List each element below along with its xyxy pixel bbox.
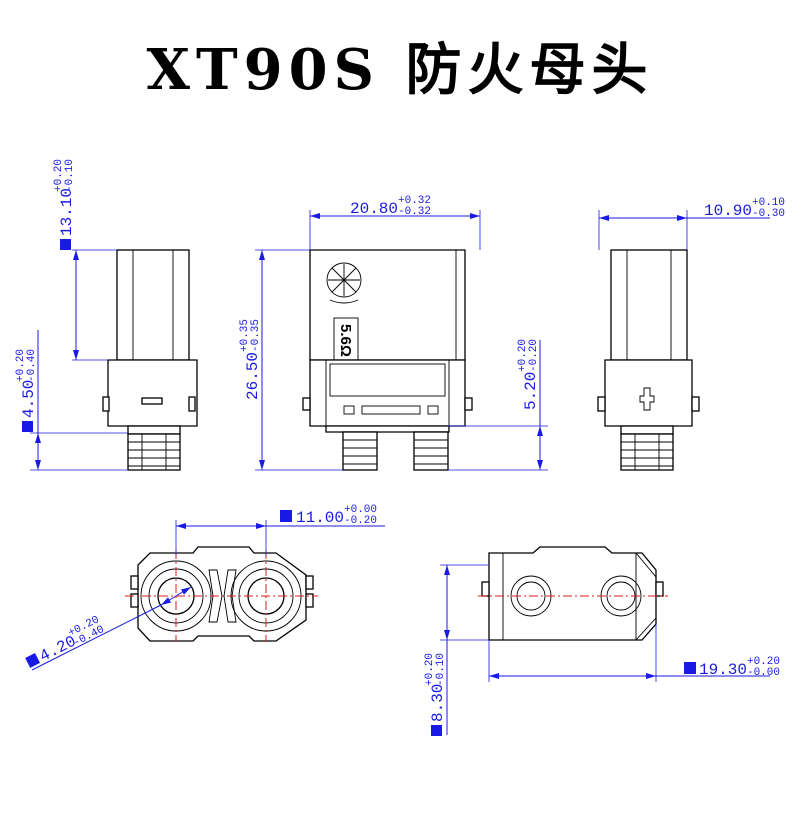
dim-marker-4-50 xyxy=(22,421,33,432)
dim-8-30-value: 8.30 xyxy=(429,684,447,722)
dim-13-10-value: 13.10 xyxy=(58,188,76,236)
dim-11-00-value: 11.00 xyxy=(296,509,344,527)
front-view: 5.6Ω xyxy=(302,249,473,471)
dim-10-90-value: 10.90 xyxy=(704,202,752,220)
dim-marker-19-30 xyxy=(684,662,696,674)
dim-20-80-plus: +0.32 xyxy=(398,195,431,207)
dim-4-50-value: 4.50 xyxy=(20,380,38,418)
dim-26-50-plus: +0.35 xyxy=(239,319,251,352)
right-side-view xyxy=(597,249,700,471)
dim-13-10-plus: +0.20 xyxy=(53,159,65,192)
dim-13-10-minus: -0.10 xyxy=(64,159,76,192)
dim-20-80-minus: -0.32 xyxy=(398,206,431,218)
right-view-pin xyxy=(620,433,674,471)
dim-19-30-minus: -0.00 xyxy=(747,667,780,679)
dim-26-50-value: 26.50 xyxy=(244,352,262,400)
front-view-collar xyxy=(309,359,466,427)
dim-20-80-value: 20.80 xyxy=(350,200,398,218)
left-view-pin xyxy=(127,433,181,471)
dim-19-30-plus: +0.20 xyxy=(747,656,780,668)
left-side-view xyxy=(102,249,198,471)
right-view-collar xyxy=(604,359,693,427)
dim-11-00-minus: -0.20 xyxy=(344,515,377,527)
rating-marking: 5.6Ω xyxy=(337,324,354,357)
dim-11-00-plus: +0.00 xyxy=(344,504,377,516)
fire-mark-icon xyxy=(326,262,362,298)
right-view-body xyxy=(610,249,688,361)
bottom-side-housing xyxy=(488,546,657,641)
dim-26-50-minus: -0.35 xyxy=(250,319,262,352)
dim-line-4-20 xyxy=(160,586,192,606)
dim-marker-11-00 xyxy=(280,510,292,522)
dim-marker-8-30 xyxy=(431,725,442,736)
dim-10-90-minus: -0.30 xyxy=(752,208,785,220)
left-view-collar xyxy=(107,359,198,427)
dim-5-20-plus: +0.20 xyxy=(517,339,529,372)
dim-4-50-minus: -0.40 xyxy=(26,349,38,382)
bottom-face-view xyxy=(125,546,318,642)
dim-19-30-value: 19.30 xyxy=(699,661,747,679)
svg-text:13.10: 13.10 xyxy=(58,188,76,236)
dim-marker-4-20 xyxy=(25,653,41,668)
plus-mark-icon xyxy=(639,387,655,411)
dim-10-90-plus: +0.10 xyxy=(752,197,785,209)
dim-marker-13-10 xyxy=(60,239,71,250)
left-view-body xyxy=(116,249,190,361)
dim-4-50-plus: +0.20 xyxy=(15,349,27,382)
drawing-title: XT90S 防火母头 xyxy=(146,37,654,103)
bottom-side-view xyxy=(478,546,668,641)
dim-8-30-minus: -0.10 xyxy=(435,653,447,686)
dim-8-30-plus: +0.20 xyxy=(424,653,436,686)
dim-5-20-value: 5.20 xyxy=(522,372,540,410)
dim-5-20-minus: -0.20 xyxy=(528,339,540,372)
